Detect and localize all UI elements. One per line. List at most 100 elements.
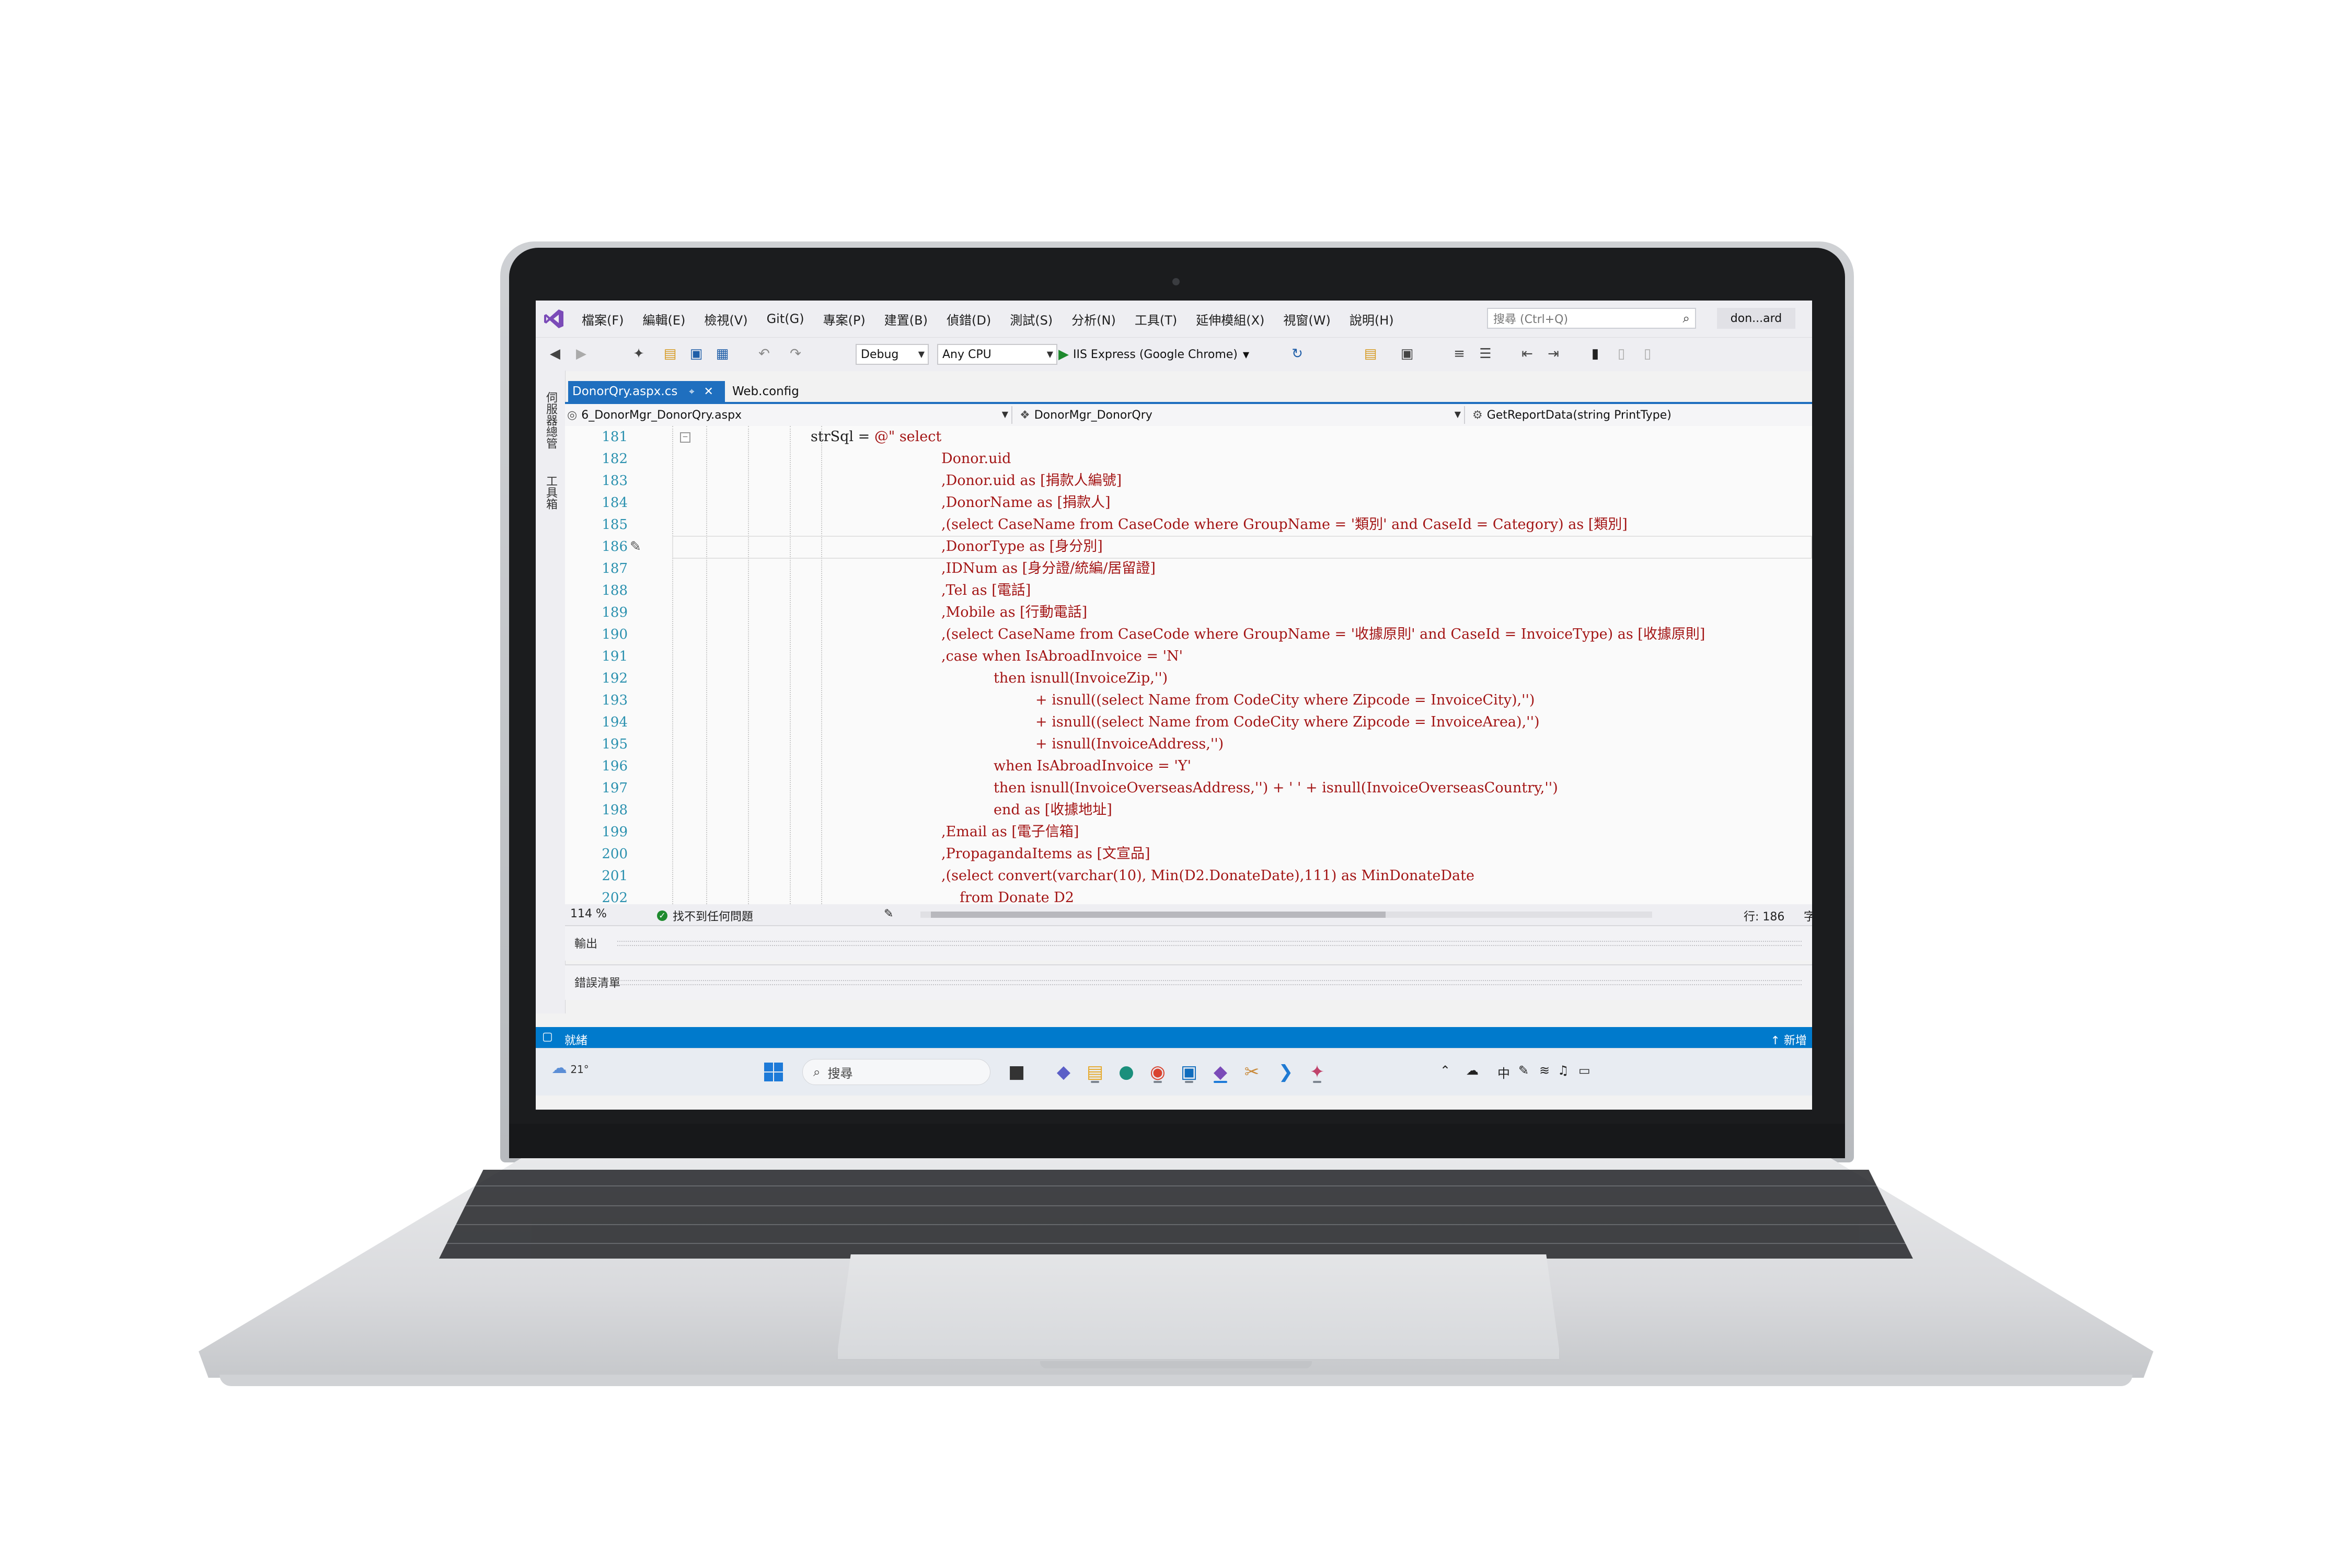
code-line[interactable]: 194+ isnull((select Name from CodeCity w… bbox=[565, 711, 1812, 733]
code-line[interactable]: 185,(select CaseName from CaseCode where… bbox=[565, 514, 1812, 536]
refresh-icon[interactable]: ↻ bbox=[1292, 346, 1303, 362]
toolbox-tab[interactable]: 工具箱 bbox=[544, 475, 557, 510]
scroll-thumb[interactable] bbox=[931, 912, 1386, 918]
layout-icon[interactable]: ☰ bbox=[1479, 346, 1492, 362]
browse-icon[interactable]: ▤ bbox=[1364, 346, 1377, 362]
pen-tray-icon[interactable]: ✎ bbox=[1518, 1063, 1529, 1078]
menu-file[interactable]: 檔案(F) bbox=[582, 313, 624, 328]
menu-extensions[interactable]: 延伸模組(X) bbox=[1196, 313, 1265, 328]
tab-underline bbox=[565, 402, 1812, 404]
task-view-icon[interactable]: ■ bbox=[1008, 1062, 1025, 1082]
screenshot-icon[interactable]: ▣ bbox=[1400, 346, 1414, 362]
class-dropdown[interactable]: ❖ DonorMgr_DonorQry ▼ bbox=[1020, 406, 1465, 424]
add-to-source-control-button[interactable]: ↑ 新增 bbox=[1770, 1034, 1807, 1047]
menu-git[interactable]: Git(G) bbox=[766, 312, 804, 326]
server-explorer-tab[interactable]: 伺服器總管 bbox=[544, 391, 557, 449]
chrome-icon[interactable]: ◉ bbox=[1150, 1062, 1166, 1083]
menu-help[interactable]: 說明(H) bbox=[1349, 313, 1394, 328]
code-line[interactable]: 191,case when IsAbroadInvoice = 'N' bbox=[565, 645, 1812, 667]
outlook-icon[interactable]: ▣ bbox=[1180, 1062, 1198, 1083]
menu-build[interactable]: 建置(B) bbox=[884, 313, 928, 328]
vscode-icon[interactable]: ❯ bbox=[1278, 1062, 1294, 1082]
new-project-icon[interactable]: ✦ bbox=[633, 346, 644, 362]
volume-icon[interactable]: ♫ bbox=[1558, 1063, 1569, 1078]
app-icon[interactable]: ✦ bbox=[1309, 1062, 1325, 1083]
visual-studio-icon[interactable]: ◆ bbox=[1213, 1062, 1228, 1083]
code-line[interactable]: 187,IDNum as [身分證/統編/居留證] bbox=[565, 558, 1812, 580]
tab-web-config[interactable]: Web.config bbox=[732, 385, 799, 398]
platform-dropdown[interactable]: Any CPU ▼ bbox=[937, 344, 1057, 365]
menu-debug[interactable]: 偵錯(D) bbox=[946, 313, 991, 328]
brush-icon[interactable]: ✎ bbox=[884, 907, 894, 920]
next-bookmark-icon[interactable]: ▯ bbox=[1643, 346, 1652, 362]
start-icon[interactable] bbox=[760, 1059, 787, 1085]
tab-donorqry-cs[interactable]: DonorQry.aspx.cs ⌖ ✕ bbox=[568, 381, 725, 402]
undo-icon[interactable]: ↶ bbox=[758, 346, 770, 362]
redo-icon[interactable]: ↷ bbox=[790, 346, 801, 362]
open-folder-icon[interactable]: ▤ bbox=[663, 346, 677, 362]
cloud-sync-icon[interactable]: ☁ bbox=[1466, 1063, 1479, 1078]
search-input[interactable]: 搜尋 (Ctrl+Q) ⌕ bbox=[1487, 308, 1696, 329]
code-line[interactable]: 201,(select convert(varchar(10), Min(D2.… bbox=[565, 865, 1812, 887]
project-dropdown[interactable]: ◎ 6_DonorMgr_DonorQry.aspx ▼ bbox=[567, 406, 1012, 424]
indent-icon[interactable]: ⇥ bbox=[1548, 346, 1559, 362]
menu-analyze[interactable]: 分析(N) bbox=[1071, 313, 1116, 328]
chevron-up-icon[interactable]: ⌃ bbox=[1440, 1063, 1451, 1078]
menu-window[interactable]: 視窗(W) bbox=[1283, 313, 1331, 328]
pin-icon[interactable]: ⌖ bbox=[689, 386, 695, 397]
code-line[interactable]: 195+ isnull(InvoiceAddress,'') bbox=[565, 733, 1812, 755]
member-dropdown[interactable]: ⚙ GetReportData(string PrintType) bbox=[1472, 406, 1812, 424]
taskbar-search[interactable]: ⌕ 搜尋 bbox=[802, 1059, 990, 1085]
menu-test[interactable]: 測試(S) bbox=[1010, 313, 1053, 328]
collapse-icon[interactable]: − bbox=[680, 432, 690, 443]
forward-icon[interactable]: ▶ bbox=[576, 346, 586, 362]
code-line[interactable]: 184,DonorName as [捐款人] bbox=[565, 492, 1812, 514]
zoom-level[interactable]: 114 % bbox=[570, 907, 607, 920]
step-icon[interactable]: ≡ bbox=[1454, 346, 1465, 362]
start-debugging-button[interactable]: ▶ IIS Express (Google Chrome) ▼ bbox=[1058, 344, 1249, 365]
edge-icon[interactable]: ● bbox=[1119, 1062, 1134, 1082]
code-line[interactable]: ✎186,DonorType as [身分別] bbox=[565, 536, 1812, 559]
teams-icon[interactable]: ◆ bbox=[1056, 1062, 1071, 1082]
back-icon[interactable]: ◀ bbox=[550, 346, 560, 362]
weather-widget[interactable]: ☁ 21° bbox=[551, 1059, 589, 1077]
save-all-icon[interactable]: ▦ bbox=[716, 346, 729, 362]
close-icon[interactable]: ✕ bbox=[704, 385, 713, 398]
horizontal-scrollbar[interactable] bbox=[920, 912, 1652, 918]
snipping-tool-icon[interactable]: ✂ bbox=[1244, 1062, 1260, 1082]
code-line[interactable]: 189,Mobile as [行動電話] bbox=[565, 602, 1812, 624]
save-icon[interactable]: ▣ bbox=[689, 346, 703, 362]
account-badge[interactable]: don...ard bbox=[1717, 308, 1795, 329]
file-explorer-icon[interactable]: ▤ bbox=[1086, 1062, 1104, 1083]
menu-edit[interactable]: 編輯(E) bbox=[642, 313, 686, 328]
outdent-icon[interactable]: ⇤ bbox=[1521, 346, 1533, 362]
wifi-icon[interactable]: ≋ bbox=[1539, 1063, 1550, 1078]
prev-bookmark-icon[interactable]: ▯ bbox=[1617, 346, 1625, 362]
bookmark-icon[interactable]: ▮ bbox=[1591, 346, 1599, 362]
code-line[interactable]: 183,Donor.uid as [捐款人編號] bbox=[565, 470, 1812, 492]
code-line[interactable]: 190,(select CaseName from CaseCode where… bbox=[565, 624, 1812, 645]
error-list-panel[interactable]: 錯誤清單 bbox=[565, 964, 1812, 1000]
issues-indicator[interactable]: ✓ 找不到任何問題 bbox=[657, 907, 753, 924]
quick-action-icon[interactable]: ✎ bbox=[630, 539, 641, 555]
code-line[interactable]: 200,PropagandaItems as [文宣品] bbox=[565, 843, 1812, 865]
menu-tools[interactable]: 工具(T) bbox=[1134, 313, 1178, 328]
output-panel[interactable]: 輸出 bbox=[565, 925, 1812, 961]
ime-indicator[interactable]: 中 bbox=[1497, 1066, 1510, 1081]
search-icon[interactable]: ⌕ bbox=[1682, 311, 1690, 326]
menu-view[interactable]: 檢視(V) bbox=[704, 313, 748, 328]
code-line[interactable]: 199,Email as [電子信箱] bbox=[565, 821, 1812, 843]
battery-icon[interactable]: ▭ bbox=[1578, 1063, 1590, 1078]
code-line[interactable]: 193+ isnull((select Name from CodeCity w… bbox=[565, 689, 1812, 711]
menu-project[interactable]: 專案(P) bbox=[823, 313, 866, 328]
configuration-dropdown[interactable]: Debug ▼ bbox=[856, 344, 929, 365]
code-line[interactable]: 188,Tel as [電話] bbox=[565, 580, 1812, 602]
